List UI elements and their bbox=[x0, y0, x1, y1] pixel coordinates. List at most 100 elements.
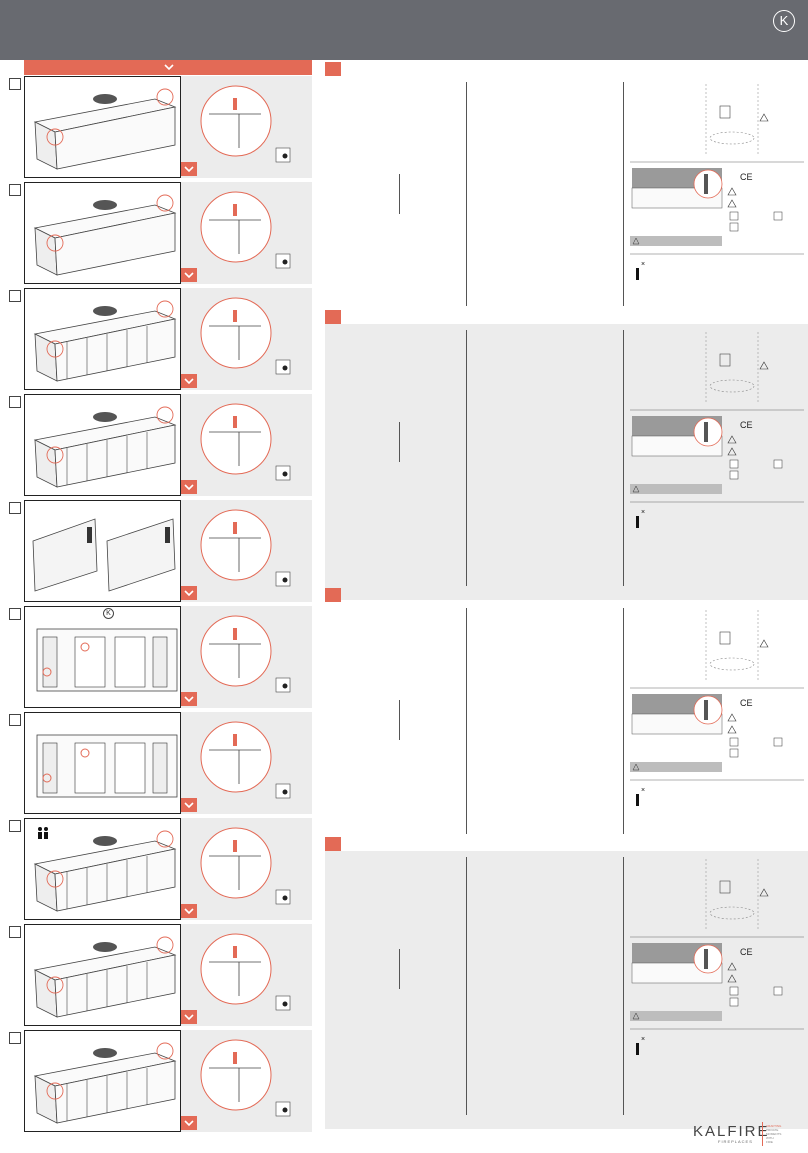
steps-header-bar[interactable] bbox=[24, 60, 312, 75]
cabinet-illustration bbox=[36, 734, 178, 798]
chevron-down-icon bbox=[184, 590, 194, 597]
safety-info-diagram: CE × bbox=[630, 332, 804, 528]
column-divider bbox=[623, 330, 624, 586]
chevron-down-icon bbox=[184, 378, 194, 385]
text-marker-line bbox=[399, 949, 400, 989]
instruction-step bbox=[0, 818, 312, 920]
instruction-step bbox=[0, 182, 312, 284]
step-expand-button[interactable] bbox=[181, 162, 197, 176]
column-divider bbox=[623, 857, 624, 1115]
brand-tagline: CRAFTING PRIVATE MOMENTS WITH FIRE bbox=[766, 1124, 782, 1144]
step-checkbox[interactable] bbox=[9, 184, 21, 196]
column-divider bbox=[466, 330, 467, 586]
chevron-down-icon bbox=[184, 908, 194, 915]
chevron-down-icon bbox=[184, 484, 194, 491]
step-expand-button[interactable] bbox=[181, 1010, 197, 1024]
ce-mark: CE bbox=[740, 420, 753, 430]
brand-sub: FIREPLACES bbox=[718, 1139, 753, 1144]
step-detail-panel bbox=[181, 182, 312, 284]
chevron-down-icon bbox=[184, 166, 194, 173]
column-divider bbox=[466, 82, 467, 306]
info-section: CE× bbox=[325, 62, 808, 320]
chevron-down-icon bbox=[184, 802, 194, 809]
step-expand-button[interactable] bbox=[181, 798, 197, 812]
detail-illustration bbox=[200, 85, 291, 163]
section-body: CE × bbox=[325, 851, 808, 1129]
section-tag bbox=[325, 837, 341, 851]
step-checkbox[interactable] bbox=[9, 78, 21, 90]
instruction-step: K bbox=[0, 606, 312, 708]
chevron-down-icon bbox=[184, 1120, 194, 1127]
cabinet-illustration bbox=[32, 518, 176, 592]
step-detail-panel bbox=[181, 288, 312, 390]
info-section: CE× bbox=[325, 588, 808, 848]
section-tag bbox=[325, 62, 341, 76]
column-divider bbox=[466, 608, 467, 834]
section-tag bbox=[325, 588, 341, 602]
column-divider bbox=[623, 82, 624, 306]
step-checkbox[interactable] bbox=[9, 714, 21, 726]
instruction-step bbox=[0, 76, 312, 178]
step-main-illustration bbox=[24, 1030, 181, 1132]
text-marker-line bbox=[399, 422, 400, 462]
section-body: CE × bbox=[325, 324, 808, 600]
step-expand-button[interactable] bbox=[181, 1116, 197, 1130]
cabinet-illustration bbox=[33, 1042, 177, 1124]
step-detail-panel bbox=[181, 818, 312, 920]
column-divider bbox=[623, 608, 624, 834]
ce-mark: CE bbox=[740, 947, 753, 957]
svg-text:×: × bbox=[641, 509, 645, 516]
instruction-step bbox=[0, 394, 312, 496]
step-main-illustration bbox=[24, 394, 181, 496]
safety-info-diagram: CE × bbox=[630, 859, 804, 1055]
step-checkbox[interactable] bbox=[9, 290, 21, 302]
step-expand-button[interactable] bbox=[181, 268, 197, 282]
step-main-illustration bbox=[24, 818, 181, 920]
svg-text:×: × bbox=[641, 787, 645, 794]
step-detail-panel bbox=[181, 500, 312, 602]
step-expand-button[interactable] bbox=[181, 374, 197, 388]
text-marker-line bbox=[399, 700, 400, 740]
step-checkbox[interactable] bbox=[9, 926, 21, 938]
svg-text:×: × bbox=[641, 261, 645, 268]
step-checkbox[interactable] bbox=[9, 820, 21, 832]
info-section: CE × bbox=[325, 837, 808, 1129]
cabinet-illustration bbox=[33, 88, 177, 170]
top-bar bbox=[0, 0, 808, 60]
chevron-down-icon bbox=[184, 272, 194, 279]
brand-divider bbox=[762, 1122, 763, 1146]
svg-text:×: × bbox=[641, 1036, 645, 1043]
step-main-illustration bbox=[24, 182, 181, 284]
cabinet-illustration bbox=[33, 406, 177, 488]
step-checkbox[interactable] bbox=[9, 396, 21, 408]
info-section: CE × bbox=[325, 310, 808, 600]
safety-info-diagram: CE× bbox=[630, 84, 804, 280]
two-persons-icon bbox=[36, 826, 50, 840]
cabinet-illustration bbox=[33, 830, 177, 912]
instruction-step bbox=[0, 712, 312, 814]
cabinet-illustration bbox=[36, 628, 178, 692]
step-detail-panel bbox=[181, 394, 312, 496]
step-expand-button[interactable] bbox=[181, 904, 197, 918]
step-checkbox[interactable] bbox=[9, 1032, 21, 1044]
instruction-step bbox=[0, 1030, 312, 1132]
chevron-down-icon bbox=[184, 1014, 194, 1021]
step-expand-button[interactable] bbox=[181, 586, 197, 600]
step-main-illustration bbox=[24, 76, 181, 178]
detail-illustration bbox=[200, 827, 291, 905]
step-detail-panel bbox=[181, 924, 312, 1026]
instruction-step bbox=[0, 288, 312, 390]
detail-illustration bbox=[200, 1039, 291, 1117]
cabinet-illustration bbox=[33, 936, 177, 1018]
step-expand-button[interactable] bbox=[181, 480, 197, 494]
chevron-down-icon bbox=[184, 696, 194, 703]
step-checkbox[interactable] bbox=[9, 502, 21, 514]
step-main-illustration bbox=[24, 924, 181, 1026]
step-detail-panel bbox=[181, 1030, 312, 1132]
marker-k-label: K bbox=[103, 608, 114, 619]
chevron-down-icon bbox=[164, 64, 174, 71]
section-body: CE× bbox=[325, 76, 808, 320]
instruction-step bbox=[0, 500, 312, 602]
step-checkbox[interactable] bbox=[9, 608, 21, 620]
step-expand-button[interactable] bbox=[181, 692, 197, 706]
